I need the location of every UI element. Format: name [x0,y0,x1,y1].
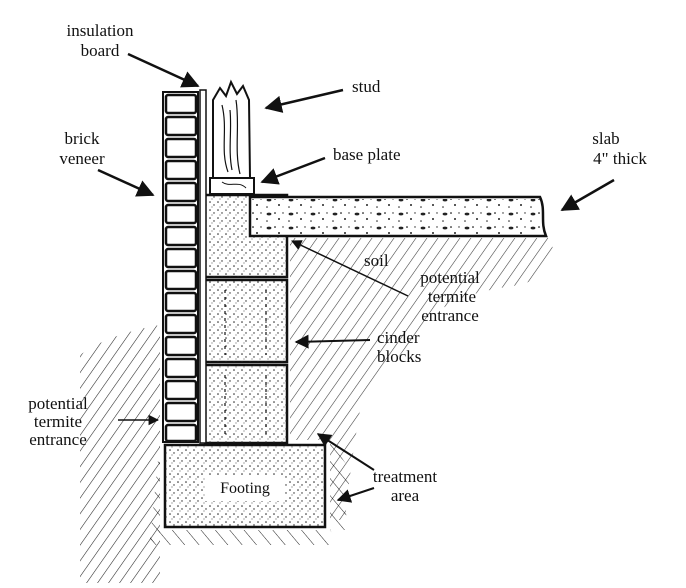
svg-text:blocks: blocks [377,347,421,366]
svg-text:entrance: entrance [421,306,479,325]
svg-text:termite: termite [34,412,82,431]
svg-text:brick: brick [65,129,100,148]
arrow-treatment-area-lower [336,487,375,503]
soil-area [80,238,553,583]
insulation-board [199,89,207,444]
svg-text:potential: potential [420,268,480,287]
svg-text:board: board [81,41,120,60]
arrow-base-plate [260,156,326,185]
svg-text:4" thick: 4" thick [593,149,647,168]
svg-text:potential: potential [28,394,88,413]
label-cinder-blocks: cinder blocks [377,328,421,366]
arrow-stud [264,88,344,113]
svg-text:termite: termite [428,287,476,306]
label-termite-entrance-right: potential termite entrance [420,268,480,325]
base-plate [209,177,255,195]
slab [248,195,548,238]
label-treatment-area: treatment area [373,467,437,505]
label-stud: stud [352,77,381,96]
arrow-insulation-board [127,52,200,88]
footing [163,443,327,529]
svg-text:cinder: cinder [377,328,420,347]
svg-text:treatment: treatment [373,467,437,486]
arrow-treatment-area-upper [316,433,375,471]
svg-text:insulation: insulation [66,21,134,40]
svg-text:entrance: entrance [29,430,87,449]
label-slab: slab 4" thick [592,129,647,168]
arrow-cinder-blocks [294,334,371,349]
label-base-plate: base plate [333,145,401,164]
arrow-termite-entrance-right [291,240,409,297]
label-insulation-board: insulation board [66,21,134,60]
label-termite-entrance-left: potential termite entrance [28,394,88,449]
stud [212,79,252,179]
brick-veneer [162,91,199,443]
arrow-slab [560,178,615,212]
label-footing: Footing [220,480,270,497]
svg-text:slab: slab [592,129,619,148]
svg-text:veneer: veneer [59,149,105,168]
label-brick-veneer: brick veneer [59,129,105,168]
svg-text:area: area [391,486,420,505]
arrow-brick-veneer [97,168,155,197]
label-soil: soil [364,251,389,270]
